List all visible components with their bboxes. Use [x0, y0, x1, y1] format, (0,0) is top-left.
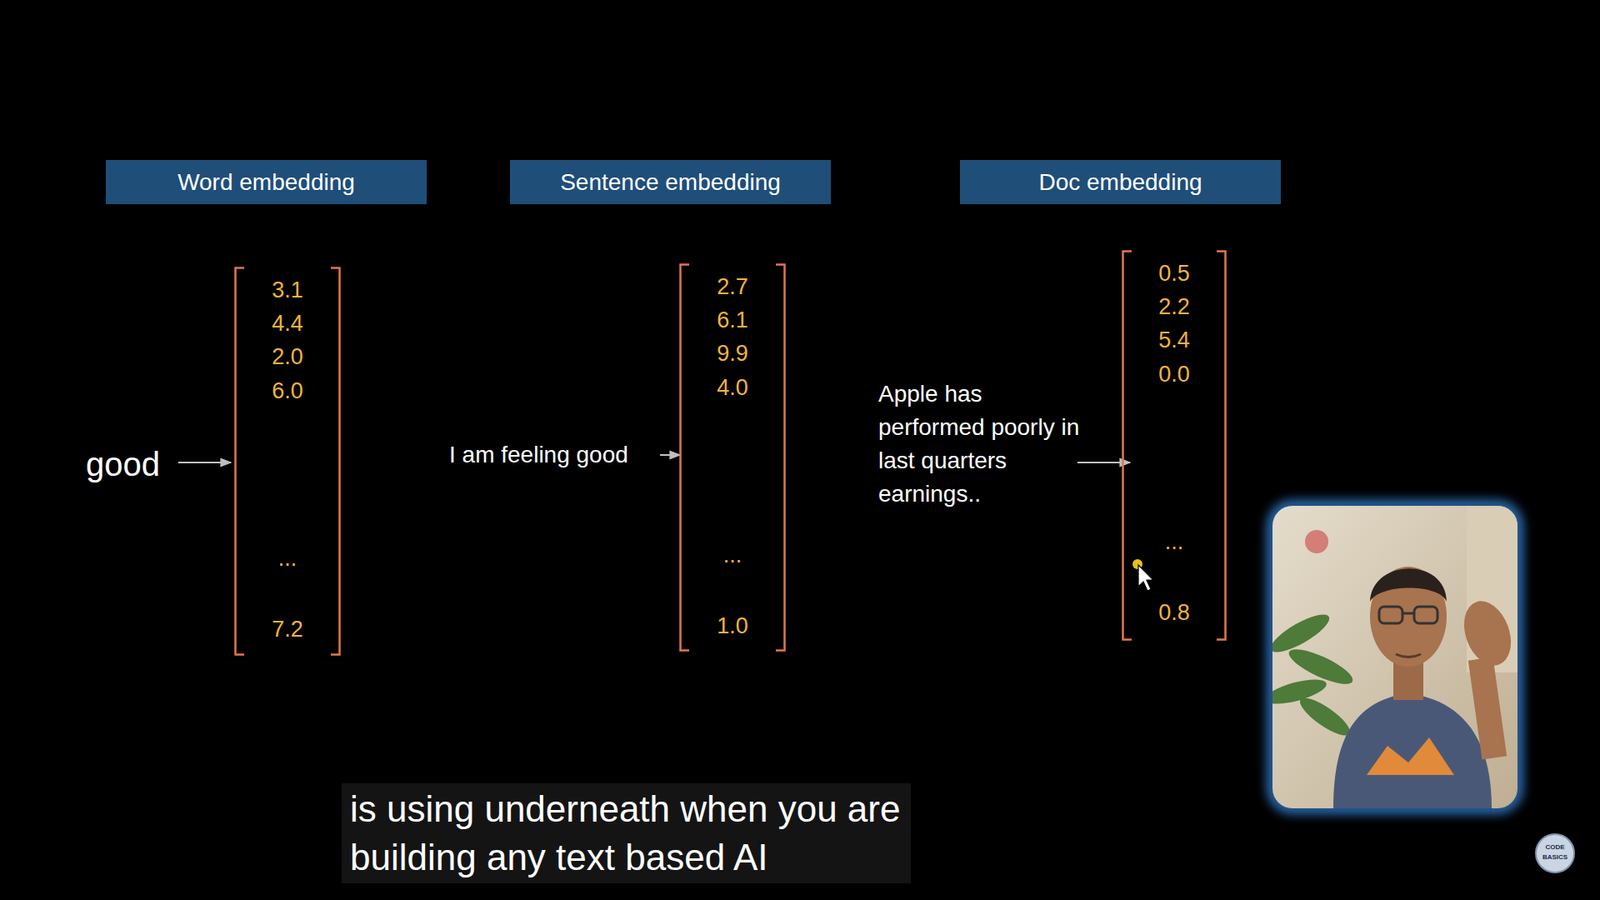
subtitle: is using underneath when you are buildin… — [341, 783, 911, 884]
vector-value: 0.0 — [1121, 360, 1227, 389]
input-word: good — [85, 444, 160, 485]
vector-value: 7.2 — [234, 615, 341, 644]
section-header: Word embedding — [105, 160, 427, 205]
vector-value: 3.1 — [234, 275, 341, 305]
vector-value: 2.2 — [1121, 292, 1227, 321]
left-bracket — [680, 265, 690, 651]
vector-value: 9.9 — [679, 339, 786, 368]
section-header: Doc embedding — [960, 160, 1281, 205]
vector-value: ... — [1121, 527, 1227, 556]
vector-value: 0.8 — [1121, 598, 1227, 627]
vector-value: 5.4 — [1121, 325, 1227, 355]
vector-value: 6.0 — [234, 376, 341, 405]
vector-value: 6.1 — [679, 305, 786, 335]
right-bracket — [1216, 251, 1226, 640]
header-text: Word embedding — [177, 169, 355, 196]
right-bracket — [775, 265, 785, 651]
vector-value: ... — [679, 540, 786, 570]
header-text: Sentence embedding — [560, 169, 781, 196]
vector-value: 0.5 — [1121, 259, 1227, 288]
vector-value: 4.4 — [234, 309, 341, 338]
embedding-vector: 0.5 2.2 5.4 0.0... 0.8 — [1121, 250, 1227, 641]
section-header: Sentence embedding — [510, 160, 831, 205]
embedding-vector: 2.7 6.1 9.9 4.0... 1.0 — [679, 263, 786, 652]
mouse-cursor — [1132, 559, 1154, 591]
vector-value: ... — [234, 544, 341, 573]
vector-value: 2.0 — [234, 342, 341, 371]
input-arrow — [178, 461, 231, 464]
left-bracket — [1123, 251, 1133, 640]
logo-badge — [1535, 834, 1575, 873]
embedding-vector: 3.1 4.4 2.0 6.0... 7.2 — [234, 266, 341, 656]
right-bracket — [330, 268, 340, 655]
logo-text: CODE BASICS — [1535, 842, 1575, 863]
left-bracket — [235, 268, 245, 655]
vector-value: 4.0 — [679, 373, 786, 402]
vector-value: 1.0 — [679, 611, 786, 640]
presenter-photo — [1262, 505, 1520, 809]
input-document: Apple has performed poorly in last quart… — [878, 377, 1091, 511]
header-text: Doc embedding — [1038, 169, 1202, 196]
input-arrow — [660, 454, 680, 456]
input-sentence: I am feeling good — [449, 440, 629, 470]
vector-value: 2.7 — [679, 272, 786, 301]
